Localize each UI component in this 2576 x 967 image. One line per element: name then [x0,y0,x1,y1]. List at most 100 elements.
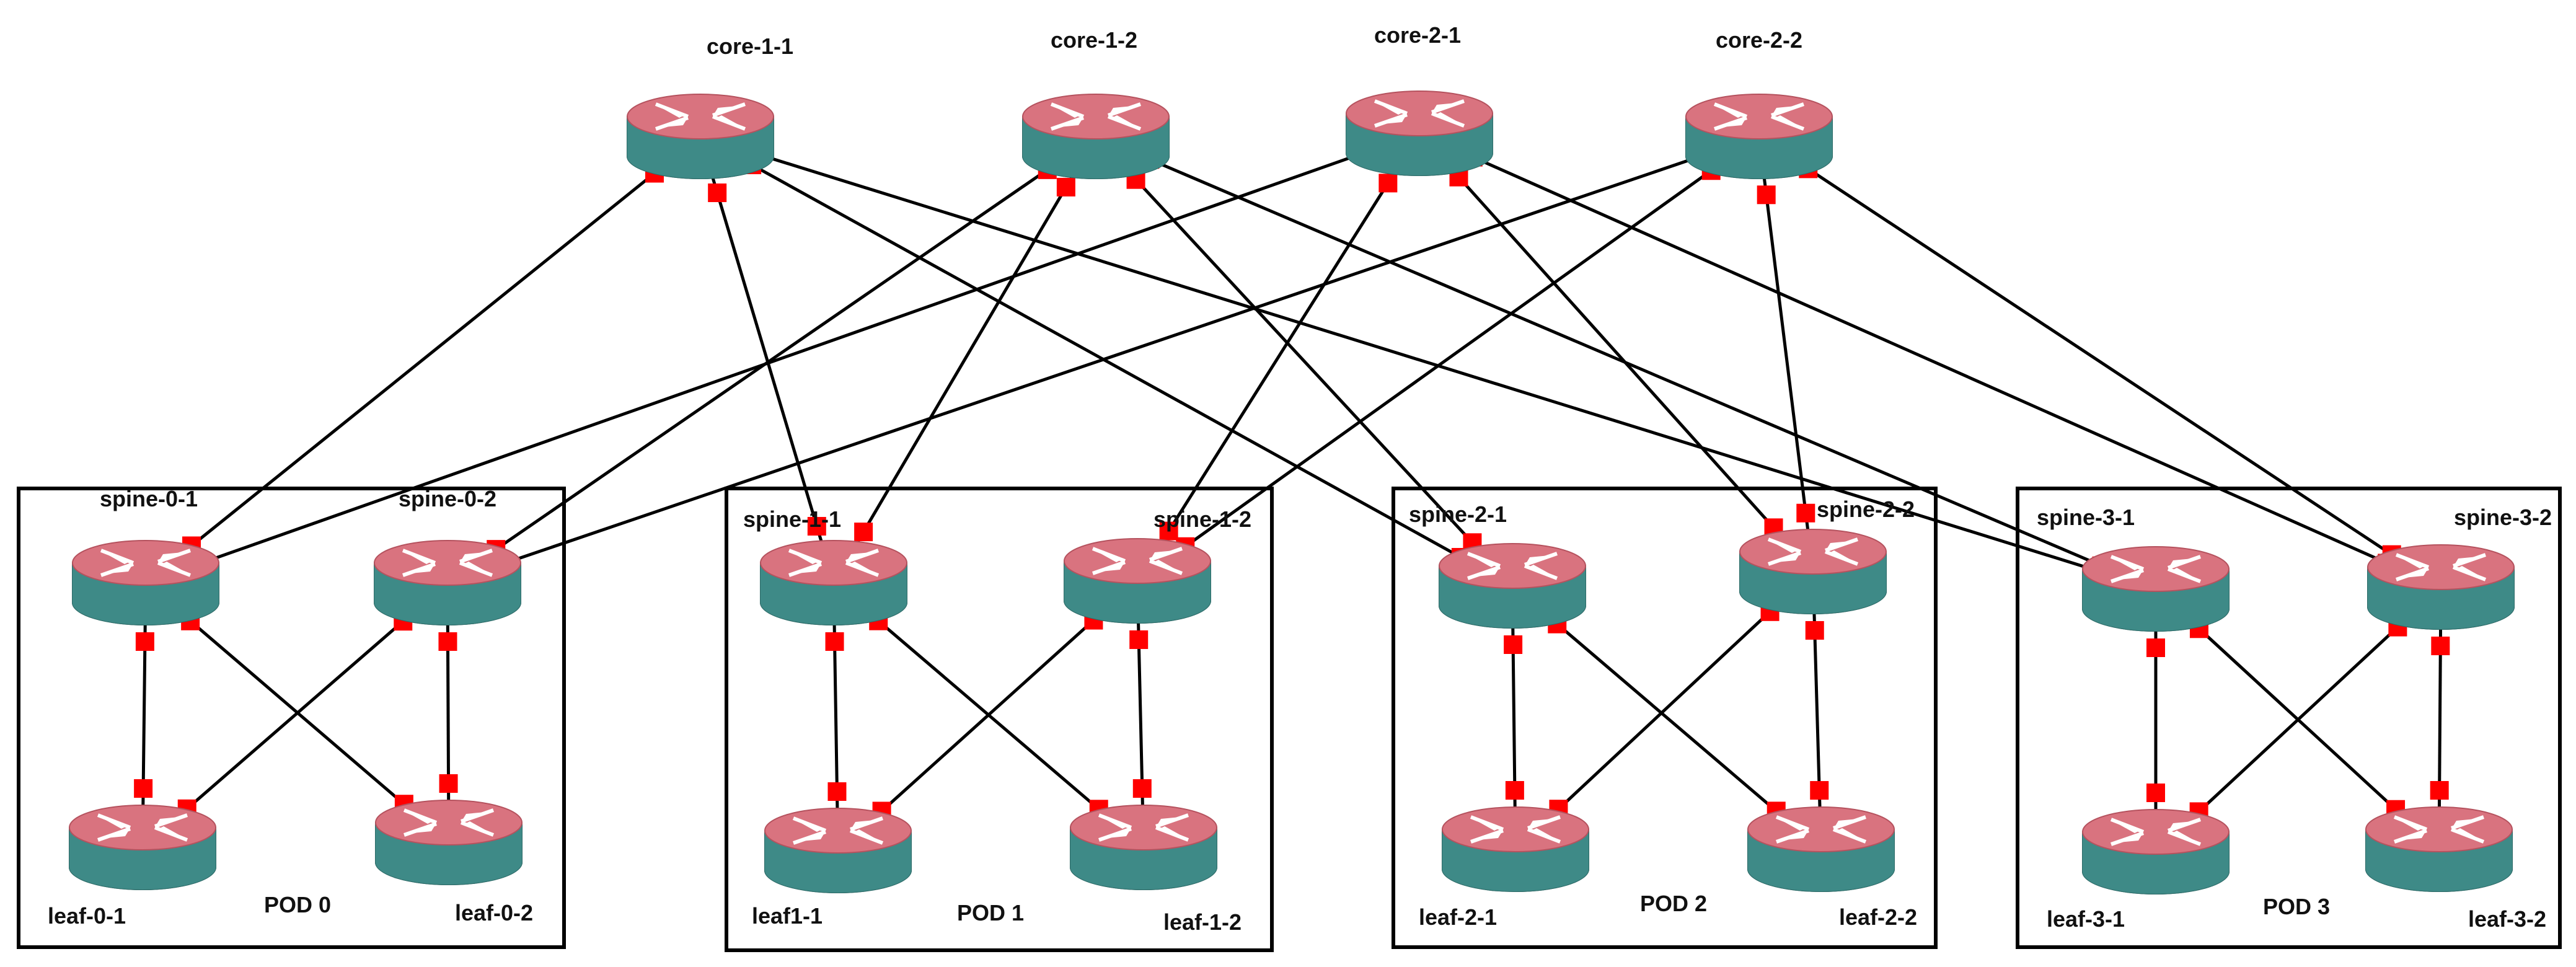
core-2-2-router-icon[interactable] [1685,94,1833,179]
port-marker [2431,636,2450,655]
spine-3-1-label: spine-3-1 [2036,505,2135,530]
port-marker [825,632,844,651]
leaf-3-2-router-icon[interactable] [2365,806,2513,892]
link-core-1-1-spine-0-1 [144,135,702,584]
spine-1-2-label: spine-1-2 [1153,506,1252,532]
port-marker [2146,784,2165,802]
port-marker [854,523,873,542]
spine-1-1-router-icon[interactable] [760,540,907,625]
port-marker [1504,635,1523,654]
leaf1-1-label: leaf1-1 [751,903,823,929]
link-core-2-2-spine-2-2 [1757,136,1815,572]
router-arrows-icon [1467,552,1558,580]
link-core-2-1-spine-0-1 [145,131,1420,585]
router-arrows-icon [97,813,188,842]
core-2-1-router-icon[interactable] [1346,91,1493,176]
pod-2-label: POD 2 [1639,891,1708,916]
router-arrows-icon [792,816,884,845]
port-marker [1505,781,1524,800]
link-core-1-2-spine-1-1 [832,135,1098,584]
leaf-2-2-router-icon[interactable] [1747,806,1895,892]
leaf1-1-router-icon[interactable] [764,808,912,893]
router-arrows-icon [403,808,495,837]
leaf-0-1-label: leaf-0-1 [47,903,126,929]
ports-layer [134,143,2450,821]
link-core-1-1-spine-3-1 [700,135,2156,591]
link-spine-0-2-leaf-0-2 [446,582,451,843]
spine-3-1-router-icon[interactable] [2082,546,2230,632]
port-marker [1159,521,1178,541]
leaf-3-2-label: leaf-3-2 [2468,906,2547,932]
link-core-2-1-spine-2-2 [1418,132,1814,573]
spine-2-1-router-icon[interactable] [1439,543,1586,629]
leaf-1-2-label: leaf-1-2 [1163,909,1242,935]
spine-1-1-label: spine-1-1 [743,506,842,532]
pod-1-label: POD 1 [956,900,1025,925]
port-marker [708,183,727,203]
router-arrows-icon [2395,553,2487,581]
port-marker [439,774,458,793]
link-spine-0-1-leaf-0-1 [141,582,148,848]
pods-layer [17,487,2562,952]
link-core-2-2-spine-0-2 [447,135,1760,585]
pod-2-box [1392,487,1938,949]
router-arrows-icon [1050,102,1142,131]
port-marker [1757,185,1776,205]
router-arrows-icon [1470,815,1561,844]
pod-0-box [17,487,566,949]
router-arrows-icon [1713,102,1805,131]
router-arrows-icon [2110,818,2202,846]
pod-1-box [725,487,1274,952]
port-marker [2430,781,2449,800]
core-2-2-label: core-2-2 [1715,27,1803,53]
port-marker [827,782,847,801]
leaf-3-1-label: leaf-3-1 [2046,906,2125,932]
router-arrows-icon [402,549,493,577]
link-core-2-1-spine-3-2 [1418,131,2442,589]
spine-3-2-label: spine-3-2 [2453,505,2552,530]
router-arrows-icon [1092,547,1183,575]
spine-1-2-router-icon[interactable] [1064,538,1211,624]
link-core-1-1-spine-1-1 [699,136,836,583]
router-arrows-icon [2393,815,2485,844]
router-arrows-icon [1374,99,1465,128]
link-core-2-1-spine-1-2 [1136,132,1421,582]
port-marker [1796,503,1815,523]
port-marker [1129,630,1149,649]
leaf-3-1-router-icon[interactable] [2082,809,2230,894]
leaf-0-2-label: leaf-0-2 [454,900,534,925]
leaf-0-1-router-icon[interactable] [69,805,216,890]
spine-3-2-router-icon[interactable] [2367,544,2515,630]
leaf-0-2-router-icon[interactable] [375,800,523,885]
router-arrows-icon [788,549,880,577]
core-1-2-router-icon[interactable] [1022,94,1170,179]
leaf-2-2-label: leaf-2-2 [1838,904,1918,930]
port-marker [807,516,826,536]
router-arrows-icon [655,102,746,131]
link-core-1-2-spine-2-1 [1095,135,1514,587]
pod-0-label: POD 0 [263,892,332,917]
port-marker [438,632,457,651]
port-marker [1810,781,1829,800]
link-spine-2-1-leaf-2-1 [1511,585,1517,850]
routers-layer [69,91,2515,894]
links-layer [141,131,2443,853]
leaf-2-1-router-icon[interactable] [1442,806,1589,892]
core-2-1-label: core-2-1 [1374,22,1462,48]
port-marker [135,632,154,651]
spine-0-1-label: spine-0-1 [99,486,198,511]
spine-0-2-router-icon[interactable] [374,540,521,625]
router-arrows-icon [1098,813,1189,842]
spine-2-2-router-icon[interactable] [1739,529,1887,614]
core-1-2-label: core-1-2 [1050,27,1138,53]
link-core-1-1-spine-2-1 [699,135,1514,588]
port-marker [1056,177,1075,196]
port-marker [2146,638,2165,657]
pod-3-box [2016,487,2562,949]
spine-0-1-router-icon[interactable] [72,540,219,625]
leaf-1-2-router-icon[interactable] [1070,805,1217,890]
router-arrows-icon [2110,555,2202,583]
port-marker [1805,620,1824,640]
core-1-1-router-icon[interactable] [627,94,774,179]
